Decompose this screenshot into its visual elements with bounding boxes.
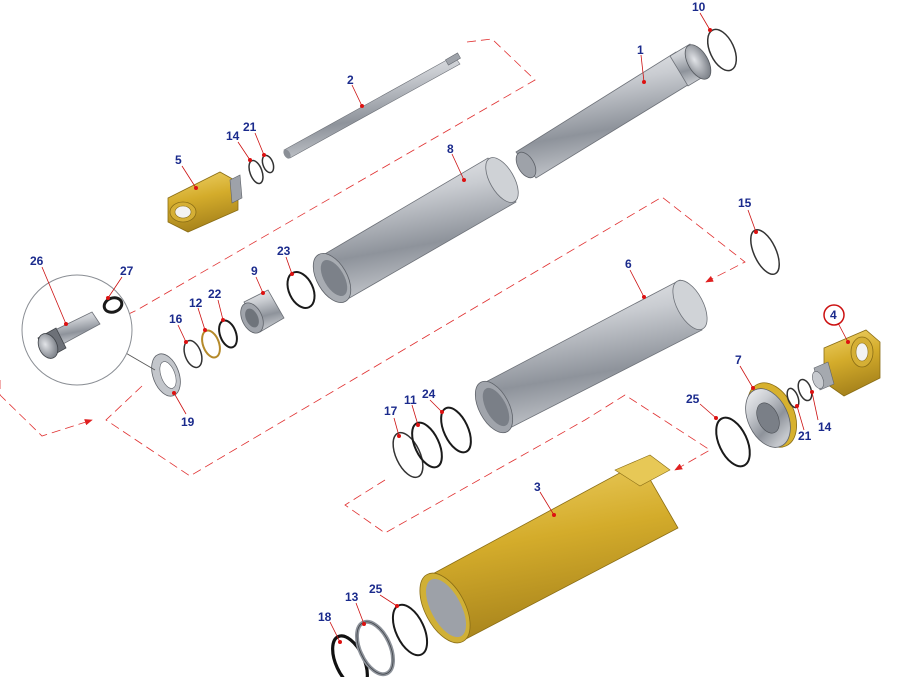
callout-10[interactable]: 10 [692, 0, 706, 14]
callout-22[interactable]: 22 [208, 287, 222, 301]
callout-23[interactable]: 23 [277, 244, 291, 258]
part-7-gland [745, 382, 797, 448]
callout-18[interactable]: 18 [318, 610, 332, 624]
part-24-ring [440, 406, 472, 454]
assembly-path-left [0, 380, 93, 437]
callout-25-lower[interactable]: 25 [369, 582, 383, 596]
part-17-ring [392, 431, 424, 479]
part-11-ring [411, 421, 443, 469]
part-14-ring-upper [248, 159, 264, 185]
part-3-tube [419, 454, 679, 644]
callout-26[interactable]: 26 [30, 254, 44, 268]
part-14-ring-lower [797, 378, 813, 402]
callout-21-upper[interactable]: 21 [243, 120, 257, 134]
part-5-clevis [167, 171, 243, 233]
callout-14-lower[interactable]: 14 [818, 420, 832, 434]
callout-7[interactable]: 7 [735, 353, 742, 367]
part-15-ring [750, 229, 780, 275]
detail-bubble [21, 274, 156, 386]
callout-27[interactable]: 27 [120, 264, 134, 278]
part-4-highlight-circle [823, 304, 845, 326]
callout-25-right[interactable]: 25 [686, 392, 700, 406]
part-6-cylinder [474, 279, 708, 434]
part-26-bolt [37, 311, 101, 359]
part-4-clevis [812, 329, 881, 397]
part-16-ring [183, 339, 203, 369]
callout-12[interactable]: 12 [189, 296, 203, 310]
part-19-washer [151, 353, 181, 397]
part-10-ring [706, 28, 738, 72]
callout-15[interactable]: 15 [738, 196, 752, 210]
callout-24[interactable]: 24 [422, 387, 436, 401]
part-2-inner-tube [283, 52, 461, 159]
callout-17[interactable]: 17 [384, 404, 398, 418]
callout-4[interactable]: 4 [830, 308, 837, 322]
part-8-cylinder [312, 157, 519, 303]
callout-11[interactable]: 11 [404, 393, 417, 407]
callout-13[interactable]: 13 [345, 590, 359, 604]
assembly-path-lower [344, 394, 711, 534]
assembly-path-middle [105, 196, 746, 477]
part-18-ring [331, 634, 369, 677]
callout-3[interactable]: 3 [534, 480, 541, 494]
callout-14-upper[interactable]: 14 [226, 129, 240, 143]
part-1-piston-rod [515, 43, 712, 179]
part-25-ring-right [715, 416, 751, 468]
callout-labels: 1 2 3 4 5 6 7 8 9 10 11 12 13 14 14 15 1… [30, 0, 837, 624]
callout-2[interactable]: 2 [347, 73, 354, 87]
leader-lines [41, 12, 850, 644]
part-27-ring [102, 296, 124, 314]
callout-16[interactable]: 16 [169, 312, 183, 326]
part-9-nut [240, 289, 285, 334]
callout-8[interactable]: 8 [447, 142, 454, 156]
callout-6[interactable]: 6 [625, 257, 632, 271]
callout-9[interactable]: 9 [251, 264, 258, 278]
callout-1[interactable]: 1 [637, 43, 644, 57]
callout-19[interactable]: 19 [181, 415, 195, 429]
callout-5[interactable]: 5 [175, 153, 182, 167]
callout-21-lower[interactable]: 21 [798, 429, 812, 443]
